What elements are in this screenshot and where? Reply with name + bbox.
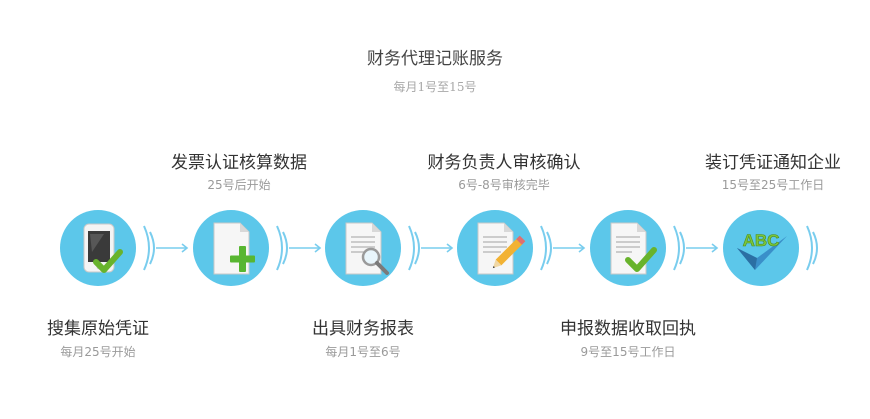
step-6-time: 15号至25号工作日 bbox=[721, 178, 825, 192]
connector-3-4 bbox=[405, 218, 457, 278]
step-3-label: 出具财务报表 bbox=[312, 319, 414, 339]
step-2-icon bbox=[193, 210, 269, 286]
page-subtitle: 每月1号至15号 bbox=[393, 80, 477, 94]
step-6-label: 装订凭证通知企业 bbox=[705, 153, 841, 173]
step-2-label: 发票认证核算数据 bbox=[171, 153, 307, 173]
arrow-right-icon bbox=[408, 225, 454, 271]
step-1-time: 每月25号开始 bbox=[60, 345, 136, 359]
abc-badge-text: ABC bbox=[743, 231, 780, 250]
step-5-time: 9号至15号工作日 bbox=[580, 345, 676, 359]
step-5-icon bbox=[590, 210, 666, 286]
arrow-right-icon bbox=[143, 225, 189, 271]
step-4-time: 6号-8号审核完毕 bbox=[458, 178, 550, 192]
connector-4-5 bbox=[537, 218, 589, 278]
arrow-right-icon bbox=[540, 225, 586, 271]
arrow-right-icon bbox=[673, 225, 719, 271]
step-3-time: 每月1号至6号 bbox=[325, 345, 401, 359]
connector-5-6 bbox=[670, 218, 722, 278]
abc-check-icon: ABC bbox=[723, 210, 799, 286]
page-title: 财务代理记账服务 bbox=[367, 49, 503, 69]
arrow-right-icon bbox=[276, 225, 322, 271]
connector-end bbox=[803, 218, 833, 278]
step-5-label: 申报数据收取回执 bbox=[560, 319, 696, 339]
document-plus-icon bbox=[193, 210, 269, 286]
connector-2-3 bbox=[273, 218, 325, 278]
step-3-icon bbox=[325, 210, 401, 286]
connector-1-2 bbox=[140, 218, 192, 278]
step-6-icon: ABC bbox=[723, 210, 799, 286]
step-4-label: 财务负责人审核确认 bbox=[427, 153, 581, 173]
document-pencil-icon bbox=[457, 210, 533, 286]
document-magnifier-icon bbox=[325, 210, 401, 286]
step-1-icon bbox=[60, 210, 136, 286]
phone-check-icon bbox=[60, 210, 136, 286]
document-check-icon bbox=[590, 210, 666, 286]
step-1-label: 搜集原始凭证 bbox=[47, 319, 149, 339]
arc-end-icon bbox=[806, 225, 818, 271]
step-2-time: 25号后开始 bbox=[207, 178, 271, 192]
step-4-icon bbox=[457, 210, 533, 286]
